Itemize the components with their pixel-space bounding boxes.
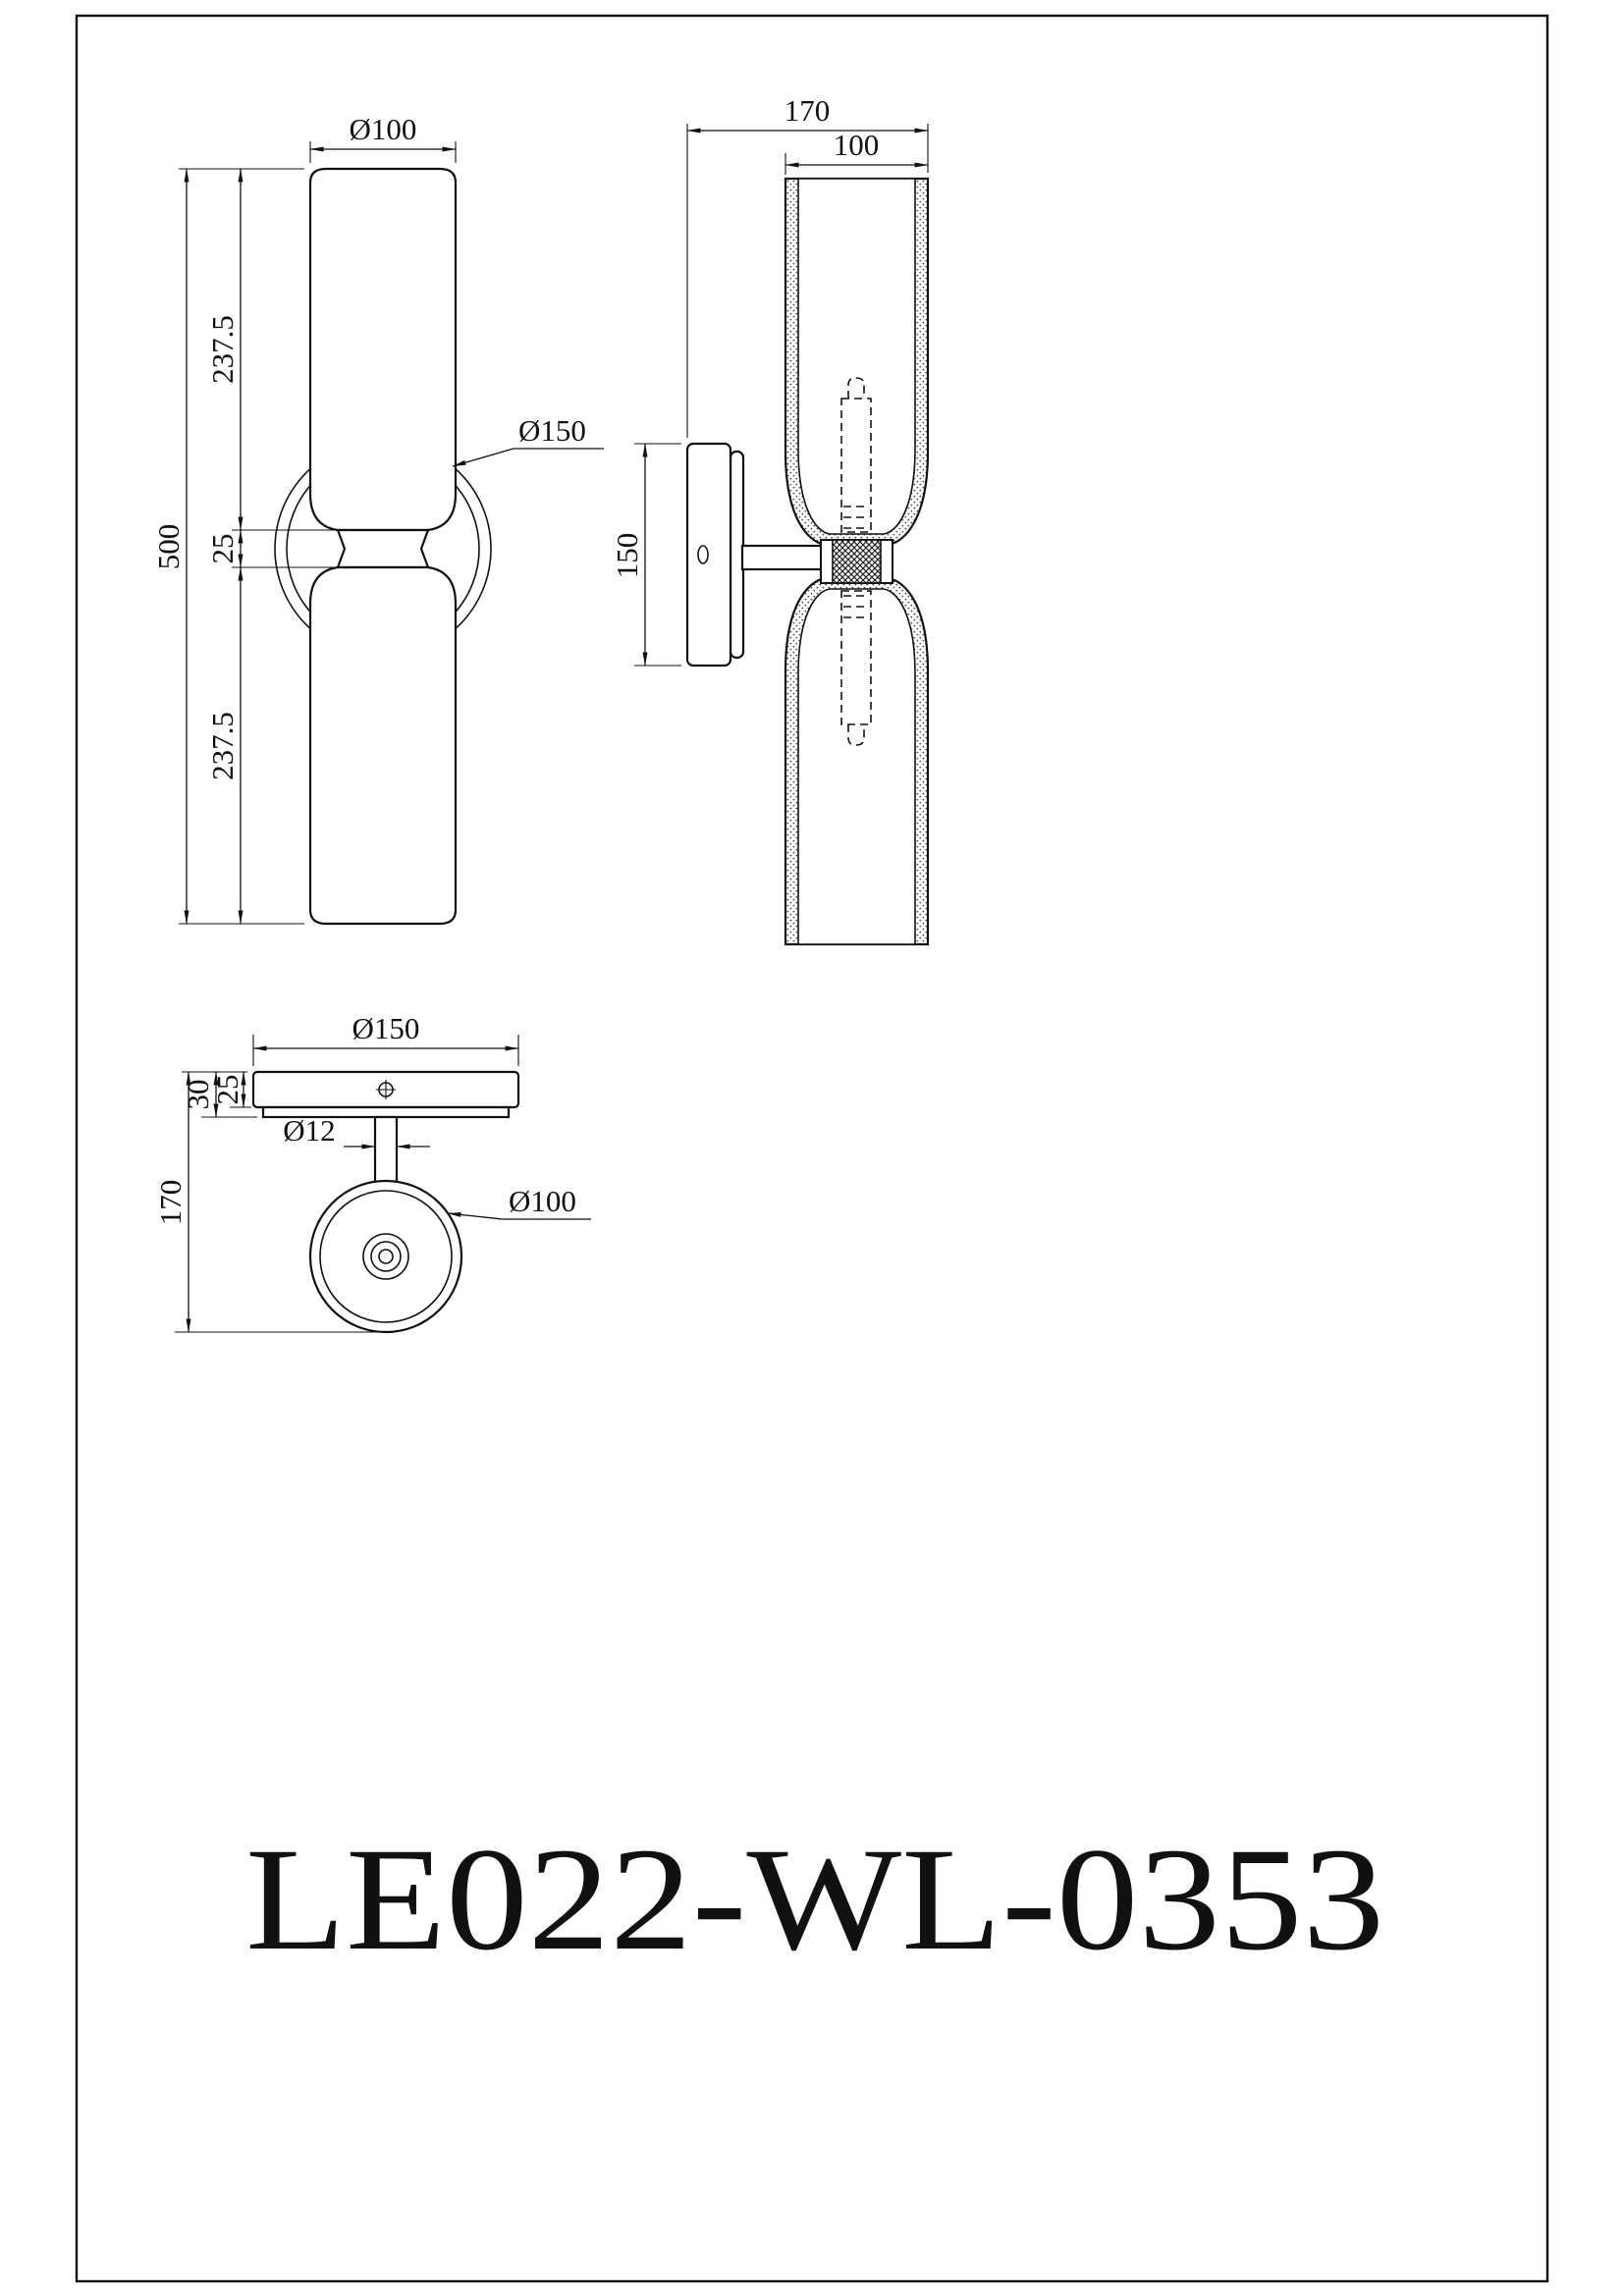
top-dia150-label: Ø150 <box>352 1011 420 1045</box>
top-dia12-label: Ø12 <box>283 1113 335 1148</box>
front-neck <box>336 528 430 569</box>
top-dia100-label: Ø100 <box>509 1184 576 1218</box>
top-view: Ø150 30 25 170 Ø12 Ø100 <box>153 1011 591 1334</box>
front-upper-shade <box>308 167 458 532</box>
top-25-label: 25 <box>210 1075 244 1105</box>
front-dim-dia100: Ø100 <box>309 112 457 163</box>
top-dim-dia100: Ø100 <box>447 1184 591 1220</box>
side-screw-hole <box>697 545 709 564</box>
side-dim-150: 150 <box>610 443 681 667</box>
front-seg-bottom-label: 237.5 <box>205 712 240 780</box>
top-170-label: 170 <box>153 1180 188 1226</box>
side-upper-bulb <box>840 377 872 533</box>
top-dim-thickness: 30 25 <box>181 1071 257 1118</box>
front-view: Ø100 237.5 25 237.5 500 Ø150 <box>151 112 604 926</box>
side-150-label: 150 <box>610 533 644 579</box>
model-number-title: LE022-WL-0353 <box>245 1818 1384 1981</box>
top-dim-dia150: Ø150 <box>252 1011 519 1066</box>
top-center-screw <box>376 1080 396 1099</box>
side-170-label: 170 <box>785 93 831 128</box>
front-dim-ring: Ø150 <box>452 413 604 467</box>
top-dim-170: 170 <box>153 1071 378 1333</box>
side-lower-bulb <box>840 590 872 746</box>
front-overall-label: 500 <box>151 524 186 570</box>
drawing-border <box>75 14 1549 2283</box>
side-socket-hardware <box>820 539 893 584</box>
front-seg-mid-label: 25 <box>205 534 240 564</box>
side-dim-100: 100 <box>785 128 929 175</box>
top-stem <box>373 1115 399 1184</box>
front-lower-shade <box>308 565 458 926</box>
top-shade-circle <box>308 1179 463 1334</box>
front-seg-top-label: 237.5 <box>205 315 240 384</box>
side-arm <box>740 544 825 571</box>
front-dia100-label: Ø100 <box>350 112 417 146</box>
side-wall-plate <box>685 442 732 667</box>
side-100-label: 100 <box>834 128 880 162</box>
side-view: 170 100 150 <box>610 93 930 946</box>
front-dim-overall: 500 <box>151 168 189 925</box>
side-upper-shade <box>784 177 930 547</box>
front-ring-label: Ø150 <box>518 413 586 448</box>
side-lower-shade <box>784 576 930 946</box>
side-dim-170: 170 <box>686 93 929 438</box>
front-dim-segments: 237.5 25 237.5 <box>205 168 244 925</box>
top-dim-dia12: Ø12 <box>283 1113 430 1149</box>
